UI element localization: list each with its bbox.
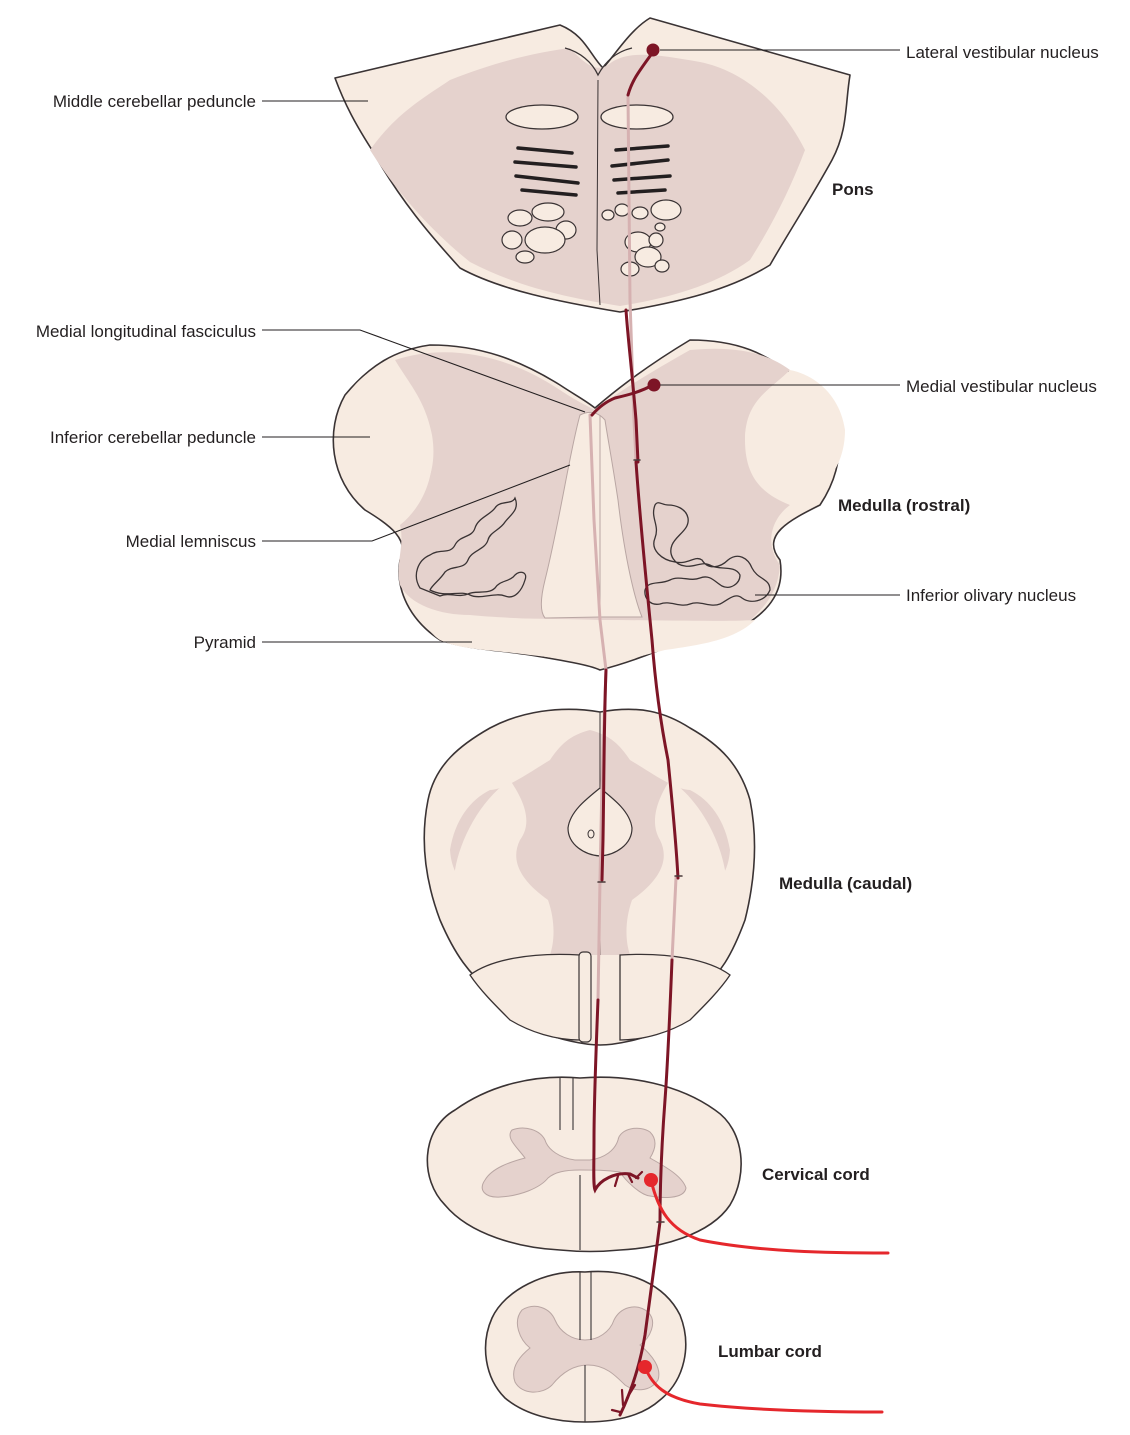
vestibulospinal-tracts	[588, 43, 890, 1417]
label-medial-lemniscus: Medial lemniscus	[126, 532, 256, 551]
label-inferior-cerebellar-peduncle: Inferior cerebellar peduncle	[50, 428, 256, 447]
lumbar-synapse-branches	[610, 1383, 637, 1414]
pons-transverse-fibers	[513, 144, 672, 197]
cervical-cord-grey-matter	[481, 1127, 687, 1199]
inferior-cerebellar-peduncle-left-shape	[335, 360, 434, 512]
leader-lines	[262, 49, 900, 643]
inferior-cerebellar-peduncle-right-shape	[745, 370, 845, 505]
lateral-vestibular-nucleus-dot	[646, 43, 660, 57]
label-pons: Pons	[832, 180, 874, 199]
cervical-synapse-branches	[613, 1170, 644, 1188]
pons-tract-left	[505, 104, 579, 130]
label-medial-vestibular-nucleus: Medial vestibular nucleus	[906, 377, 1097, 396]
lumbar-cord-grey-matter	[513, 1305, 660, 1393]
pons-tract-right	[600, 104, 674, 130]
pons-grey-matter	[370, 48, 805, 306]
lumbar-cord-midline	[579, 1272, 592, 1422]
inferior-olive-left	[415, 496, 527, 598]
central-canal	[587, 829, 595, 839]
pons-midline	[596, 79, 601, 306]
tract-ticks	[597, 459, 683, 1223]
lumbar-motor-neuron-dot	[638, 1360, 652, 1374]
label-inferior-olivary-nucleus: Inferior olivary nucleus	[906, 586, 1076, 605]
label-middle-cerebellar-peduncle: Middle cerebellar peduncle	[53, 92, 256, 111]
cervical-motor-neuron-dot	[644, 1173, 658, 1187]
medial-vestibulospinal-tract	[590, 383, 655, 1194]
labels: Lateral vestibular nucleus Middle cerebe…	[36, 43, 1099, 1361]
label-medulla-rostral: Medulla (rostral)	[838, 496, 970, 515]
caudal-medulla-white-wedges	[453, 780, 727, 955]
label-lumbar-cord: Lumbar cord	[718, 1342, 822, 1361]
medial-vestibular-nucleus-dot	[647, 378, 661, 392]
mlf-faint-descending	[670, 876, 678, 962]
rostral-medulla-section	[332, 339, 845, 671]
pons-fourth-ventricle	[564, 47, 633, 77]
lumbar-motor-neuron-axon	[643, 1365, 884, 1414]
caudal-medulla-pyramids	[469, 953, 731, 1041]
medial-lemniscus-shape	[540, 411, 643, 619]
label-medulla-caudal: Medulla (caudal)	[779, 874, 912, 893]
label-pyramid: Pyramid	[194, 633, 256, 652]
pons-corticospinal-bundles	[501, 199, 682, 277]
lumbar-cord-section	[484, 1270, 687, 1423]
cervical-cord-section	[426, 1076, 742, 1253]
caudal-medulla-section	[423, 708, 756, 1046]
cervical-motor-neuron-axon	[649, 1178, 890, 1255]
pyramids-shape	[420, 610, 755, 668]
pons-section	[334, 17, 851, 313]
lateral-vestibulospinal-tract	[618, 50, 680, 1417]
cervical-cord-midline	[559, 1078, 581, 1250]
label-medial-longitudinal-fasciculus: Medial longitudinal fasciculus	[36, 322, 256, 341]
label-cervical-cord: Cervical cord	[762, 1165, 870, 1184]
caudal-medulla-ventral-fissure	[578, 951, 592, 1043]
label-lateral-vestibular-nucleus: Lateral vestibular nucleus	[906, 43, 1099, 62]
